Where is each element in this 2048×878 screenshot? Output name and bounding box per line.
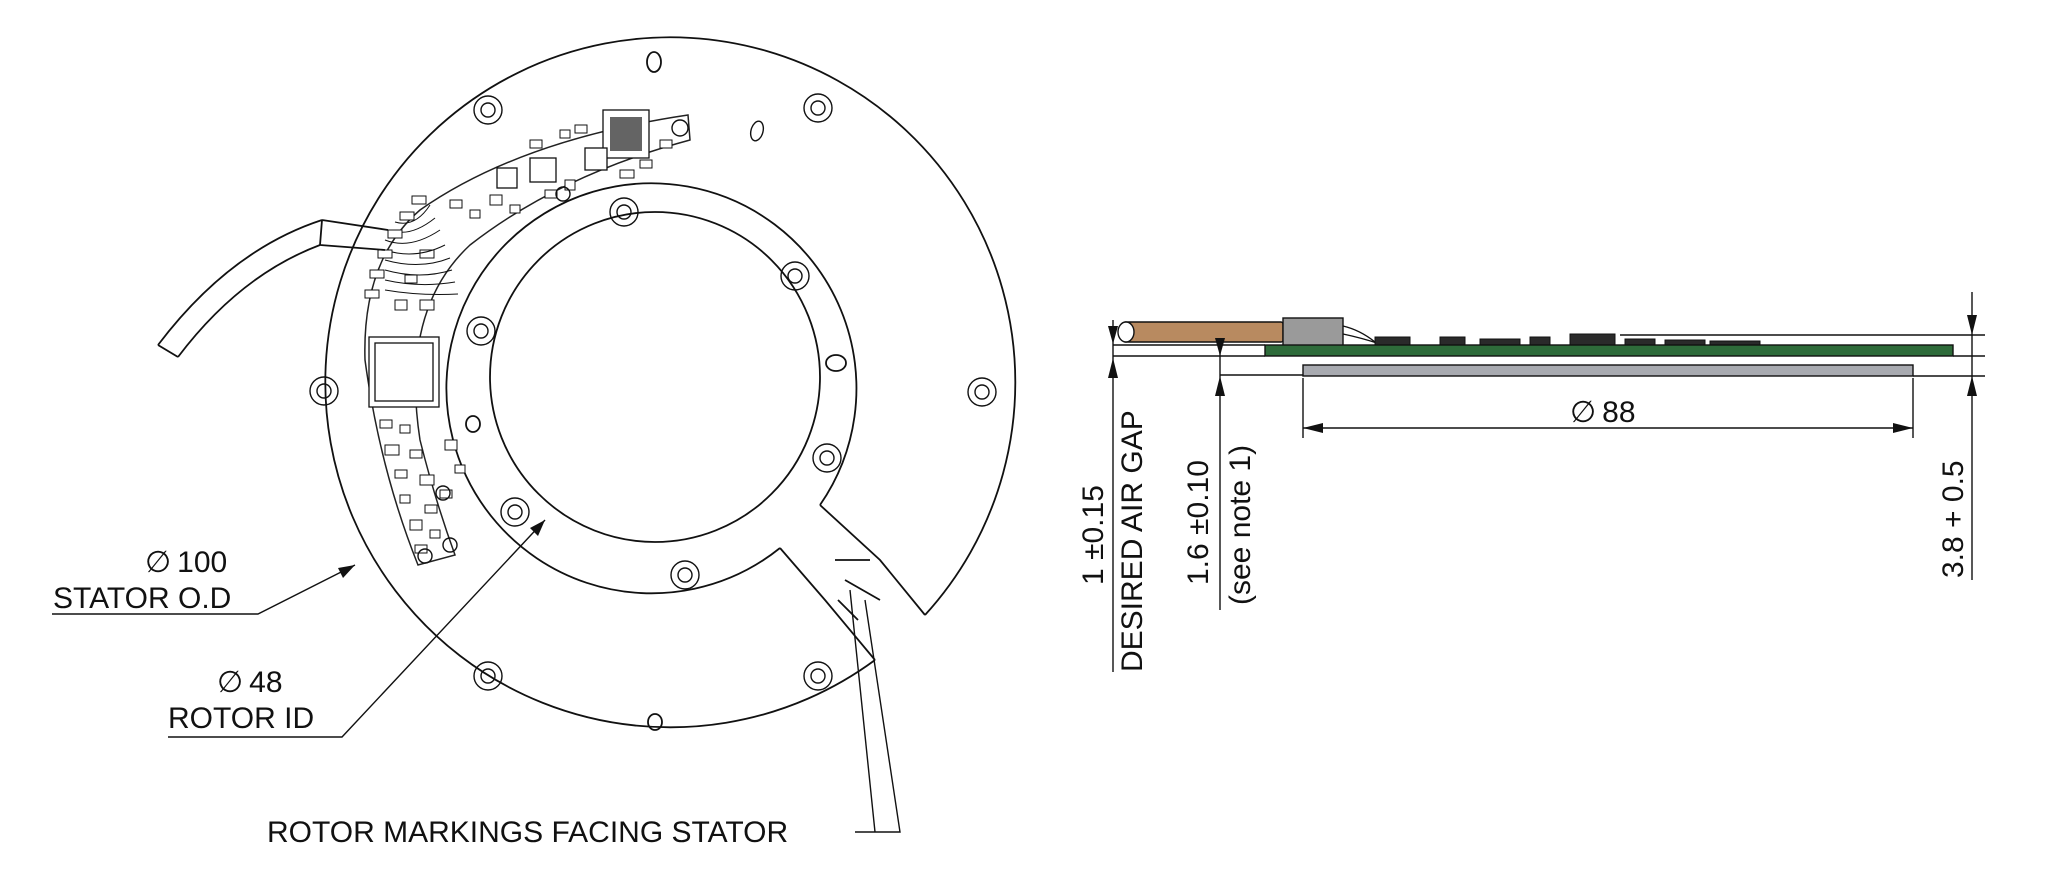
svg-text:∅88: ∅88 xyxy=(1570,396,1636,429)
rotor-bolt-holes xyxy=(465,197,847,590)
rotor-id-callout: ∅48 ROTOR ID xyxy=(168,519,546,738)
rotor-inner-circle xyxy=(489,211,821,543)
dim-gap-16: 1.6 ±0.10 (see note 1) xyxy=(1182,338,1257,610)
stator-od-callout: ∅100 STATOR O.D xyxy=(52,546,356,615)
stator-outer-ring xyxy=(324,36,1017,729)
stator-pcb xyxy=(364,109,691,566)
rotor-id-value: 48 xyxy=(249,666,282,699)
cable-sleeve xyxy=(319,219,389,251)
rotor-id-text: ROTOR ID xyxy=(168,702,314,735)
dim-air-gap: 1 ±0.15 DESIRED AIR GAP xyxy=(1077,320,1149,672)
svg-text:∅48: ∅48 xyxy=(217,666,283,699)
stator-od-value: 100 xyxy=(177,546,227,579)
diameter-symbol-88: ∅ xyxy=(1570,396,1596,429)
side-cable-end xyxy=(1117,321,1135,343)
side-pcb xyxy=(1264,344,1954,357)
notch-tab xyxy=(779,504,926,661)
rotor-markings-text: ROTOR MARKINGS FACING STATOR xyxy=(267,816,788,849)
gap-16-value: 1.6 ±0.10 xyxy=(1182,460,1215,585)
diameter-88-value: 88 xyxy=(1602,396,1635,429)
svg-text:∅100: ∅100 xyxy=(145,546,227,579)
side-view: ∅88 1 ±0.15 DESIRED AIR GAP 1.6 ±0.10 (s… xyxy=(1077,292,1985,672)
air-gap-value: 1 ±0.15 xyxy=(1077,485,1110,585)
cable-end xyxy=(157,344,179,358)
height-value: 3.8 + 0.5 xyxy=(1937,460,1970,578)
stator-od-text: STATOR O.D xyxy=(53,582,231,615)
dim-height: 3.8 + 0.5 xyxy=(1937,292,1977,580)
gap-16-note: (see note 1) xyxy=(1224,445,1257,605)
stator-bolt-holes xyxy=(309,51,997,731)
top-view: ∅100 STATOR O.D ∅48 ROTOR ID ROTOR MARKI… xyxy=(52,36,1017,849)
cable xyxy=(157,219,323,358)
side-connector xyxy=(1282,317,1344,347)
air-gap-text: DESIRED AIR GAP xyxy=(1116,410,1149,672)
dim-88: ∅88 xyxy=(1302,378,1914,438)
side-rotor xyxy=(1302,364,1914,377)
rotor-markings-callout: ROTOR MARKINGS FACING STATOR xyxy=(267,589,901,849)
diameter-symbol: ∅ xyxy=(145,546,171,579)
diameter-symbol-48: ∅ xyxy=(217,666,243,699)
side-cable xyxy=(1122,321,1284,343)
rotor-outer-edge xyxy=(445,182,858,595)
